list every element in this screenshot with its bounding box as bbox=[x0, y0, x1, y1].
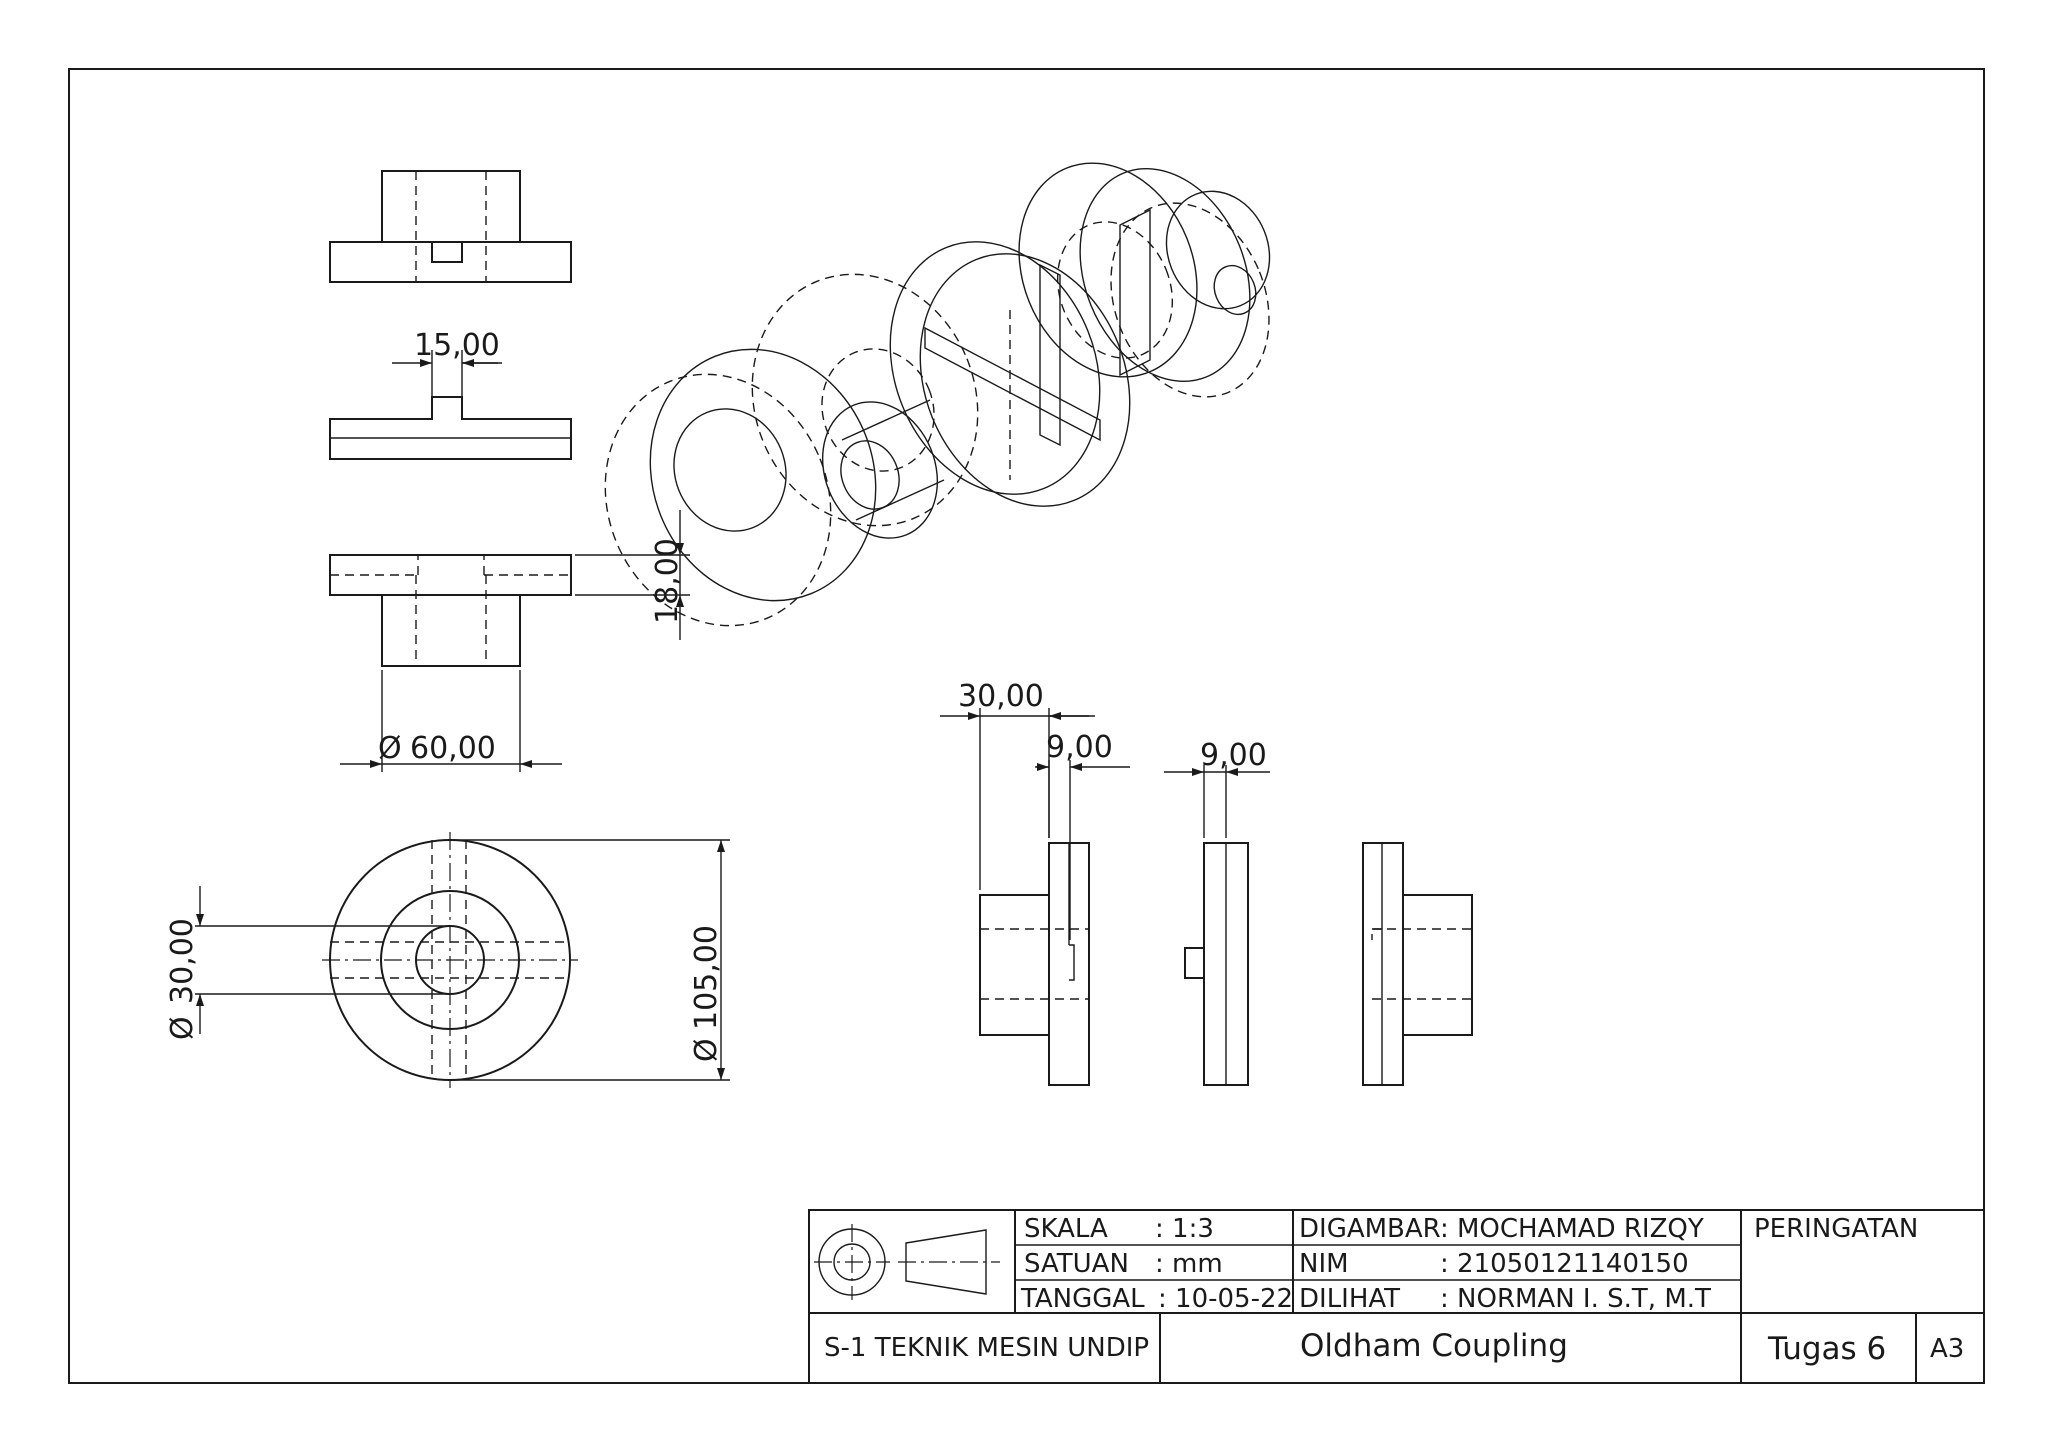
dim-30: 30,00 bbox=[958, 679, 1044, 714]
view-hub-side-3 bbox=[1362, 842, 1473, 1086]
view-disk-front: 15,00 bbox=[329, 328, 572, 460]
dim-18: 18,00 bbox=[650, 538, 685, 624]
paper-size: A3 bbox=[1930, 1334, 1964, 1364]
title-block: SKALA : 1:3 SATUAN : mm TANGGAL : 10-05-… bbox=[808, 1209, 1985, 1384]
satuan-value: : mm bbox=[1155, 1249, 1223, 1279]
tanggal-value: : 10-05-22 bbox=[1158, 1284, 1293, 1314]
sheet-border bbox=[68, 68, 1985, 1384]
dim-dia-60: 60,00 bbox=[410, 731, 496, 766]
peringatan: PERINGATAN bbox=[1754, 1214, 1918, 1244]
satuan-label: SATUAN bbox=[1024, 1249, 1129, 1279]
dim-dia-105-symbol: Ø bbox=[689, 1038, 724, 1062]
view-hub-front bbox=[329, 170, 572, 283]
dim-dia-30: 30,00 bbox=[165, 918, 200, 1004]
dim-9-a: 9,00 bbox=[1046, 730, 1113, 765]
dim-dia-105: 105,00 bbox=[689, 925, 724, 1030]
dilihat-label: DILIHAT bbox=[1299, 1284, 1400, 1314]
digambar: DIGAMBAR: MOCHAMAD RIZQY bbox=[1299, 1214, 1704, 1244]
nim-value: : 21050121140150 bbox=[1440, 1249, 1689, 1279]
skala-value: : 1:3 bbox=[1155, 1214, 1214, 1244]
view-hub-bottom: 18,00 Ø 60,00 bbox=[329, 510, 690, 772]
view-disk-side: 9,00 bbox=[1164, 738, 1270, 1086]
dim-dia-60-symbol: Ø bbox=[378, 731, 402, 766]
projection-symbol-icon bbox=[814, 1224, 1000, 1300]
dim-15: 15,00 bbox=[414, 328, 500, 363]
dim-dia-30-symbol: Ø bbox=[165, 1016, 200, 1040]
drawing-title: Oldham Coupling bbox=[1300, 1328, 1568, 1364]
dim-9-b: 9,00 bbox=[1200, 738, 1267, 773]
view-hub-side-2: 30,00 9,00 bbox=[940, 679, 1130, 1086]
view-hub-side: Ø 30,00 Ø 105,00 bbox=[165, 832, 730, 1088]
assignment: Tugas 6 bbox=[1767, 1331, 1886, 1367]
skala-label: SKALA bbox=[1024, 1214, 1108, 1244]
dilihat-value: : NORMAN I. S.T, M.T bbox=[1440, 1284, 1711, 1314]
isometric-assembly bbox=[604, 162, 1271, 627]
nim-label: NIM bbox=[1299, 1249, 1349, 1279]
tanggal-label: TANGGAL bbox=[1020, 1284, 1145, 1314]
institution: S-1 TEKNIK MESIN UNDIP bbox=[824, 1333, 1149, 1363]
